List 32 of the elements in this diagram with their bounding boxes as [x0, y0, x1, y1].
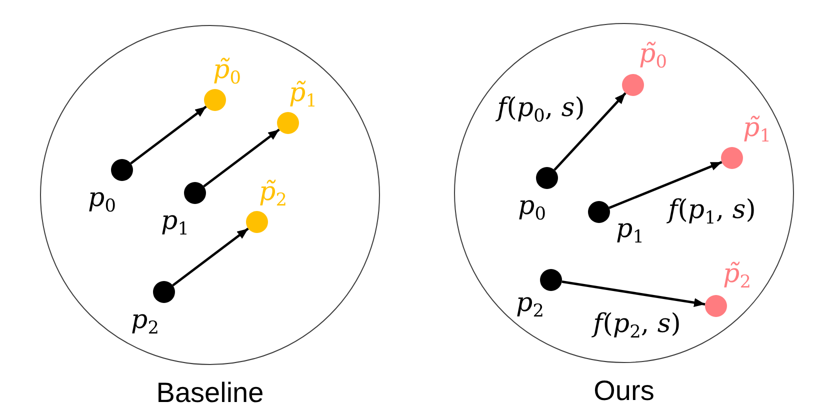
point-dot: [536, 167, 558, 189]
point-dot: [277, 112, 299, 134]
point-label: p̃$_{2}$: [723, 261, 751, 287]
point-dot: [246, 211, 268, 233]
point-label: p$_{2}$: [516, 290, 544, 316]
arrow: [554, 92, 626, 171]
point-label: p$_{1}$: [161, 208, 189, 234]
point-label: p$_{0}$: [518, 193, 546, 219]
point-dot: [184, 182, 206, 204]
point-dot: [153, 281, 175, 303]
point-label: p̃$_{2}$: [259, 179, 287, 205]
panel-caption: Baseline: [156, 377, 264, 409]
point-dot: [705, 295, 727, 317]
point-dot: [721, 147, 743, 169]
point-label: p$_{0}$: [88, 185, 116, 211]
panel-caption: Ours: [594, 375, 654, 407]
point-label: p$_{2}$: [131, 307, 159, 333]
point-dot: [111, 159, 133, 181]
point-dot: [622, 74, 644, 96]
point-label: p̃$_{1}$: [289, 80, 317, 106]
point-dot: [540, 269, 562, 291]
point-label: p̃$_{0}$: [639, 41, 667, 67]
arrow: [562, 280, 706, 308]
arrow: [172, 228, 249, 286]
arrow: [203, 128, 280, 188]
point-label: p$_{1}$: [616, 216, 644, 242]
point-dot: [204, 89, 226, 111]
point-dot: [588, 201, 610, 223]
point-label: p̃$_{1}$: [743, 115, 771, 141]
arrow: [608, 160, 722, 210]
point-label: p̃$_{0}$: [213, 57, 241, 83]
arrow: [130, 106, 207, 164]
